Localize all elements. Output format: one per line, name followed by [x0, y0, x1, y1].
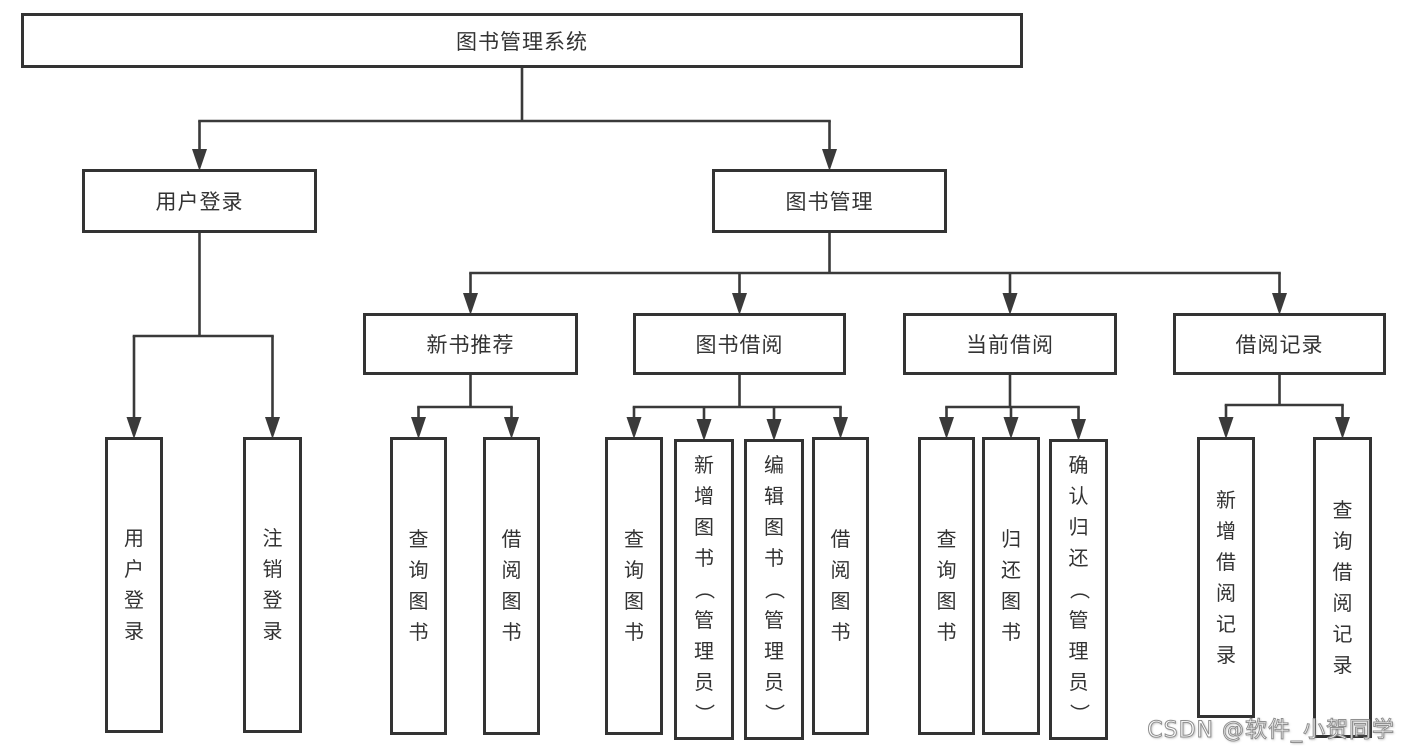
node-label-vertical: 注销登录 [262, 526, 283, 643]
arrowhead [265, 417, 280, 439]
node-library-management-system: 图书管理系统 [21, 13, 1023, 68]
node-label-vertical: 新增借阅记录 [1216, 487, 1236, 667]
node-current-borrow: 当前借阅 [903, 313, 1117, 375]
arrowhead [192, 149, 207, 171]
node-v-return-books: 归还图书 [982, 437, 1040, 735]
node-v-add-borrow-record: 新增借阅记录 [1197, 437, 1255, 718]
arrowhead [126, 417, 142, 439]
node-label-vertical: 归还图书 [1001, 527, 1021, 644]
arrowhead [626, 417, 642, 439]
node-label: 图书管理系统 [456, 29, 588, 54]
node-v-user-login: 用户登录 [105, 437, 163, 733]
node-label-vertical: 确认归还（管理员） [1067, 453, 1091, 724]
connector-new-book-recommend [411, 375, 519, 439]
arrowhead [696, 419, 712, 441]
node-v-edit-books-admin: 编辑图书（管理员） [744, 439, 804, 740]
arrowhead [766, 419, 782, 441]
node-label-vertical: 查询借阅记录 [1332, 497, 1353, 677]
arrowhead [463, 293, 478, 315]
node-label: 图书借阅 [695, 333, 784, 357]
arrowhead [411, 417, 426, 439]
arrowhead [504, 417, 519, 439]
node-book-borrow: 图书借阅 [633, 313, 846, 375]
node-label-vertical: 查询图书 [624, 527, 644, 644]
node-new-book-recommend: 新书推荐 [363, 313, 578, 375]
arrowhead [1335, 417, 1350, 439]
node-v-borrow-books-borrow: 借阅图书 [812, 437, 869, 735]
node-v-query-borrow-record: 查询借阅记录 [1313, 437, 1372, 738]
node-label: 用户登录 [155, 190, 244, 214]
node-v-borrow-books-recommend: 借阅图书 [483, 437, 540, 735]
node-label-vertical: 查询图书 [408, 527, 429, 644]
connector-library-management-system [192, 68, 837, 171]
node-v-query-books-current: 查询图书 [918, 437, 975, 735]
node-v-add-books-admin: 新增图书（管理员） [674, 439, 734, 740]
arrowhead [1003, 417, 1019, 439]
node-v-query-books-recommend: 查询图书 [390, 437, 447, 735]
watermark: CSDN @软件_小贺同学 [1147, 718, 1395, 744]
arrowhead [732, 293, 747, 315]
node-v-query-books-borrow: 查询图书 [605, 437, 663, 735]
node-label: 当前借阅 [966, 333, 1054, 357]
arrowhead [822, 149, 837, 171]
node-label-vertical: 编辑图书（管理员） [762, 453, 787, 724]
node-label: 图书管理 [785, 190, 874, 214]
node-label-vertical: 新增图书（管理员） [692, 453, 717, 724]
connector-book-management [463, 233, 1287, 315]
node-book-management: 图书管理 [712, 169, 947, 233]
arrowhead [1071, 419, 1086, 441]
arrowhead [1218, 417, 1234, 439]
connector-current-borrow [939, 375, 1086, 441]
node-borrow-records: 借阅记录 [1173, 313, 1386, 375]
node-label-vertical: 借阅图书 [830, 527, 851, 644]
node-label-vertical: 用户登录 [124, 526, 144, 643]
node-user-login: 用户登录 [82, 169, 317, 233]
arrowhead [833, 417, 848, 439]
arrowhead [939, 417, 954, 439]
node-v-confirm-return-admin: 确认归还（管理员） [1049, 439, 1108, 740]
arrowhead [1272, 293, 1287, 315]
arrowhead [1002, 293, 1018, 315]
node-label: 新书推荐 [426, 333, 515, 357]
node-label-vertical: 借阅图书 [501, 527, 522, 644]
node-v-logout: 注销登录 [243, 437, 302, 733]
node-label: 借阅记录 [1235, 333, 1324, 357]
connector-book-borrow [626, 375, 848, 441]
connector-borrow-records [1218, 375, 1350, 439]
connector-user-login [126, 233, 280, 439]
node-label-vertical: 查询图书 [936, 527, 957, 644]
